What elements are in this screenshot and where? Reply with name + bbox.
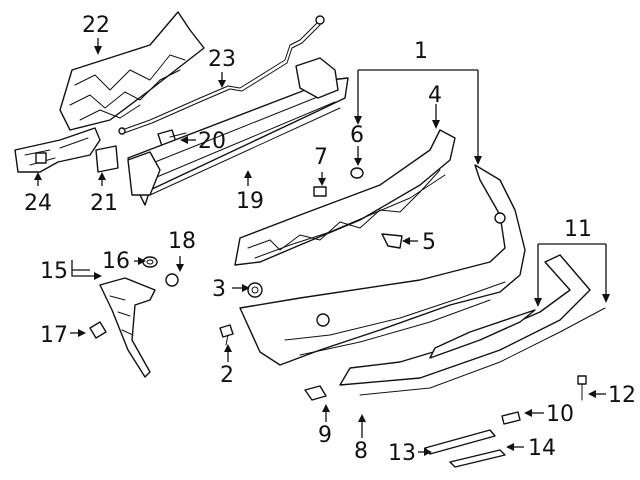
- callout-11: 11: [564, 217, 592, 242]
- callout-21: 21: [90, 191, 118, 216]
- callout-3: 3: [212, 277, 226, 302]
- part-13-trim-strip: [424, 429, 496, 455]
- part-6-washer: [350, 167, 364, 179]
- part-7-nut: [313, 186, 327, 197]
- part-16-nut: [142, 256, 158, 268]
- callout-18: 18: [168, 229, 196, 254]
- part-19-reinforcement-bar: [127, 57, 349, 206]
- part-17-bolt: [89, 321, 107, 339]
- callout-10: 10: [546, 402, 574, 427]
- part-23-wiring-harness: [118, 15, 325, 135]
- callout-23: 23: [208, 47, 236, 72]
- callout-labels: 1 4 6 7 5 3 2 9 8 10 11 12 13 14 15 16 1…: [24, 13, 636, 466]
- callout-9: 9: [318, 423, 332, 448]
- part-15-side-bracket: [99, 277, 156, 378]
- part-12-screw: [577, 375, 587, 401]
- part-24-side-bracket: [14, 127, 101, 173]
- callout-14: 14: [528, 436, 556, 461]
- part-10-clip: [501, 411, 521, 425]
- part-22-absorber-panel: [59, 11, 205, 131]
- part-3-nut: [247, 282, 263, 298]
- callout-2: 2: [220, 363, 234, 388]
- callout-24: 24: [24, 191, 52, 216]
- callout-6: 6: [350, 123, 364, 148]
- part-21-cover: [95, 145, 119, 173]
- part-9-screw: [304, 385, 327, 401]
- callout-22: 22: [82, 13, 110, 38]
- part-11-diffuser: [339, 254, 606, 396]
- part-5-nut: [381, 233, 403, 249]
- callout-13: 13: [388, 441, 416, 466]
- callout-5: 5: [422, 230, 436, 255]
- callout-17: 17: [40, 323, 68, 348]
- part-14-trim-strip: [449, 449, 506, 468]
- callout-7: 7: [314, 145, 328, 170]
- callout-16: 16: [102, 249, 130, 274]
- part-4-energy-absorber: [234, 129, 456, 266]
- part-2-screw: [219, 324, 234, 346]
- part-8-bumper-cover: [239, 164, 526, 366]
- part-18-bolt: [165, 273, 179, 287]
- callout-15: 15: [40, 259, 68, 284]
- callout-8: 8: [354, 439, 368, 464]
- leader-lines: [34, 38, 610, 456]
- callout-1: 1: [414, 39, 428, 64]
- callout-19: 19: [236, 189, 264, 214]
- callout-20: 20: [198, 129, 226, 154]
- callout-12: 12: [608, 383, 636, 408]
- callout-4: 4: [428, 83, 442, 108]
